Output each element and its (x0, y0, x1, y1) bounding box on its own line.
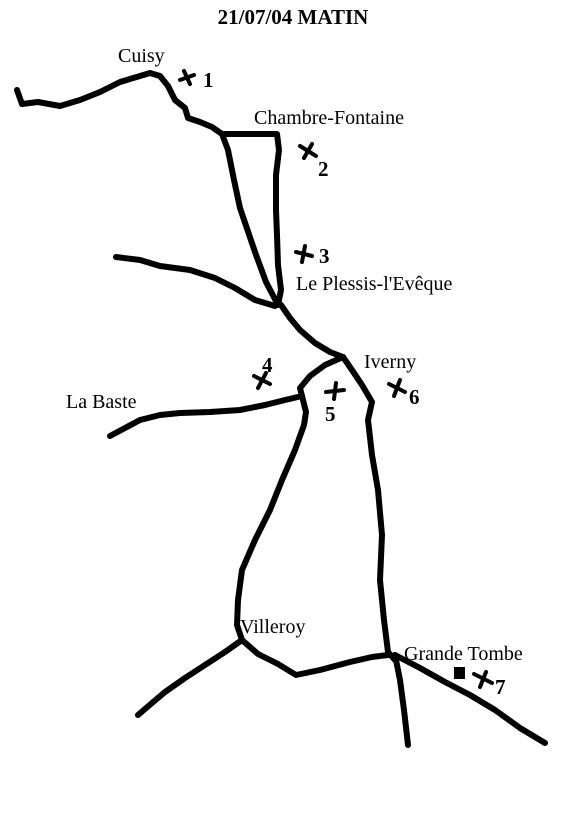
marker-4: 4 (252, 353, 273, 390)
place-label-villeroy: Villeroy (240, 616, 305, 638)
marker-3: 3 (294, 244, 330, 268)
road-cuisy-west (14, 70, 171, 109)
cross-icon (182, 69, 192, 86)
marker-6: 6 (387, 378, 420, 409)
road-iverny-south (340, 354, 398, 663)
cross-icon (256, 371, 268, 390)
road-network (14, 70, 548, 748)
cross-icon (300, 244, 307, 264)
place-label-chambre-fontaine: Chambre-Fontaine (254, 107, 404, 129)
cross-icon (392, 378, 402, 398)
road-villeroy-west (135, 637, 245, 718)
cross-icon (478, 670, 488, 689)
road-grandetombe-south (392, 652, 411, 748)
marker-label: 3 (319, 244, 330, 268)
marker-1: 1 (178, 68, 214, 92)
road-junction-villeroy (234, 393, 309, 643)
marker-label: 6 (409, 385, 420, 409)
marker-2: 2 (298, 142, 329, 181)
place-label-la-baste: La Baste (66, 391, 137, 413)
map-title: 21/07/04 MATIN (218, 5, 369, 29)
marker-7: 7 (472, 670, 506, 699)
cross-icon (302, 142, 314, 160)
marker-label: 1 (203, 68, 214, 92)
marker-label: 7 (495, 675, 506, 699)
building-marker (454, 667, 465, 679)
cross-icon (332, 381, 338, 401)
road-west-to-plessis (113, 254, 278, 309)
road-chambre-loop (219, 131, 284, 308)
road-plessis-iverny (278, 302, 346, 360)
place-label-cuisy: Cuisy (118, 45, 165, 67)
road-villeroy-grandetombe (239, 637, 391, 678)
road-grandetombe-east (392, 652, 548, 746)
place-label-iverny: Iverny (364, 351, 416, 373)
marker-5: 5 (324, 381, 346, 426)
marker-label: 4 (262, 353, 273, 377)
marker-label: 2 (318, 157, 329, 181)
marker-label: 5 (325, 402, 336, 426)
road-iverny-labaste (107, 354, 346, 439)
place-label-grande-tombe: Grande Tombe (404, 643, 523, 665)
place-label-le-plessis: Le Plessis-l'Evêque (296, 273, 452, 295)
road-cuisy-chambre (165, 83, 225, 137)
